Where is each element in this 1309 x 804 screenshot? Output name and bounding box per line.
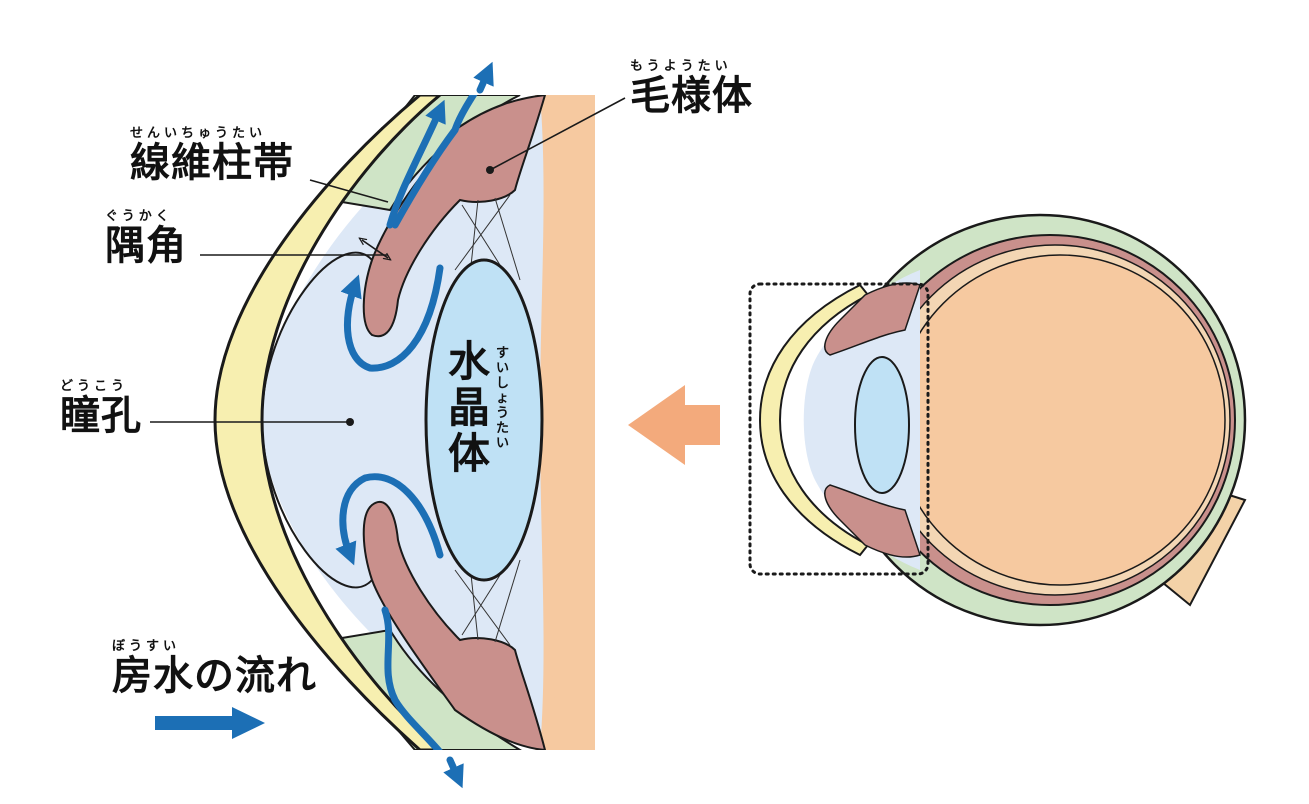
label-lens-char-2: 晶 [448,383,491,432]
label-angle-text: 隅角 [105,223,187,269]
left-arrow-icon [628,385,720,465]
zonule-fibers [454,194,521,646]
lens-small [854,356,910,494]
whole-eye-illustration [748,213,1247,627]
label-flow-text: 房水の流れ [112,653,317,699]
label-zonule-text: 線維柱帯 [130,140,294,186]
zoom-indicator-box [748,282,930,576]
label-ciliary: もうようたい 毛様体 [630,59,753,119]
label-lens-char-3: 体 [448,429,491,478]
label-ciliary-ruby: もうようたい [630,59,732,74]
label-ciliary-text: 毛様体 [630,73,753,119]
right-arrow-icon [155,707,265,739]
label-angle-ruby: ぐうかく [105,209,173,224]
crystalline-lens [424,258,544,582]
label-pupil: どうこう 瞳孔 [60,379,142,439]
label-pupil-text: 瞳孔 [60,393,142,439]
ciliary-body-lower [362,500,547,750]
enlarged-anterior-section [213,95,595,750]
aqueous-flow-arrows [335,95,478,750]
label-pupil-ruby: どうこう [60,379,129,394]
label-flow-ruby: ぼうすい [112,639,181,654]
aqueous-humor-region [262,95,544,750]
label-zonule-ruby: せんいちゅうたい [130,126,267,141]
label-lens-char-1: 水 [448,337,491,386]
label-angle: ぐうかく 隅角 [105,209,187,269]
label-flow: ぼうすい 房水の流れ [112,639,317,699]
label-lens-ruby: すいしょうたい [496,346,510,451]
iris-small-lower [824,484,921,558]
chamber-outline [261,251,373,421]
vitreous-body [894,254,1226,586]
leader-lines [150,97,626,423]
chamber-outline-lower [261,419,373,589]
iris-small-upper [824,282,921,356]
label-zonule: せんいちゅうたい 線維柱帯 [130,126,294,186]
vitreous-edge [540,95,595,750]
